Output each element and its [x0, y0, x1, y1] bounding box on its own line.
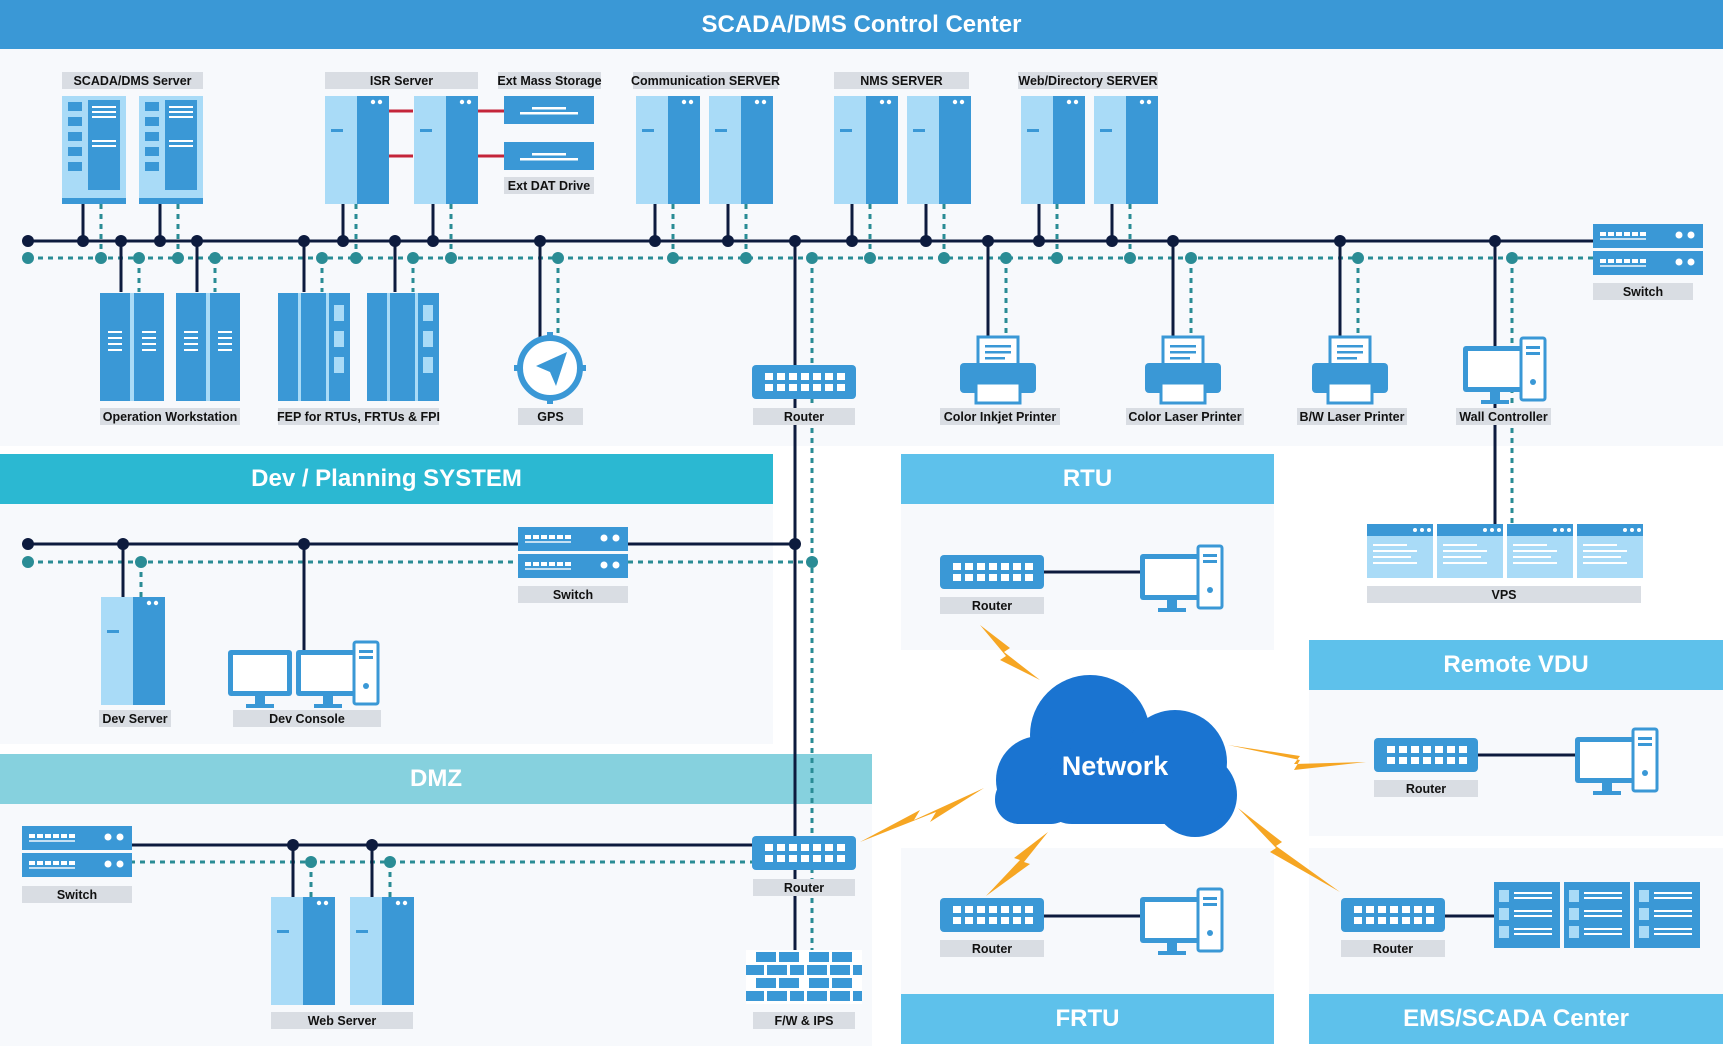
frtu-router-label: Router — [940, 940, 1044, 957]
ext-mass-storage-icon — [504, 96, 594, 124]
lightning-bolts — [860, 625, 1366, 896]
dev-bus — [22, 538, 818, 568]
web-server-label: Web Server — [271, 1012, 413, 1029]
ems-scada-title: EMS/SCADA Center — [1309, 994, 1723, 1044]
bw-laser-printer-label: B/W Laser Printer — [1297, 408, 1407, 425]
firewall-icon — [746, 950, 862, 1004]
color-laser-printer-label: Color Laser Printer — [1126, 408, 1244, 425]
color-laser-printer-icon — [1143, 335, 1223, 405]
dev-switch-icon — [518, 527, 628, 578]
rtu-router-icon — [940, 555, 1044, 589]
isr-server-label: ISR Server — [325, 72, 478, 89]
vps-label: VPS — [1367, 586, 1641, 603]
dev-server-icon — [101, 597, 165, 705]
drop-lines — [81, 109, 1575, 918]
fep-icon — [278, 293, 439, 401]
dmz-router-icon — [752, 836, 856, 870]
dev-planning-title: Dev / Planning SYSTEM — [0, 454, 773, 504]
scada-dms-server-icon — [62, 96, 203, 204]
gps-label: GPS — [518, 408, 583, 425]
bw-laser-printer-icon — [1310, 335, 1390, 405]
web-directory-server-label: Web/Directory SERVER — [1018, 72, 1158, 89]
remote-vdu-title: Remote VDU — [1309, 640, 1723, 690]
rtu-router-label: Router — [940, 597, 1044, 614]
frtu-title: FRTU — [901, 994, 1274, 1044]
dev-console-icon — [228, 640, 380, 710]
remote-vdu-router-icon — [1374, 738, 1478, 772]
communication-server-label: Communication SERVER — [630, 72, 781, 89]
rtu-pc-icon — [1138, 544, 1224, 614]
main-switch-icon — [1593, 224, 1703, 275]
dmz-switch-label: Switch — [22, 886, 132, 903]
gps-icon — [514, 332, 586, 404]
rtu-title: RTU — [901, 454, 1274, 504]
remote-vdu-pc-icon — [1573, 727, 1659, 797]
ext-dat-drive-label: Ext DAT Drive — [504, 177, 594, 194]
scada-dms-server-label: SCADA/DMS Server — [62, 72, 203, 89]
ext-dat-drive-icon — [504, 142, 594, 170]
dmz-router-label: Router — [753, 879, 855, 896]
frtu-router-icon — [940, 898, 1044, 932]
dev-console-label: Dev Console — [233, 710, 381, 727]
web-directory-server-icon — [1021, 96, 1158, 204]
ems-rack-icon — [1494, 882, 1700, 948]
main-router-icon — [752, 365, 856, 399]
web-server-icon — [271, 897, 414, 1005]
dev-switch-label: Switch — [518, 586, 628, 603]
remote-vdu-router-label: Router — [1374, 780, 1478, 797]
wall-controller-icon — [1461, 336, 1547, 406]
operation-workstation-label: Operation Workstation — [100, 408, 240, 425]
frtu-pc-icon — [1138, 887, 1224, 957]
vps-icon — [1367, 524, 1643, 578]
network-cloud-icon — [995, 675, 1237, 837]
nms-server-label: NMS SERVER — [834, 72, 969, 89]
dmz-bus — [130, 843, 755, 864]
control-center-title: SCADA/DMS Control Center — [0, 0, 1723, 49]
nms-server-icon — [834, 96, 971, 204]
color-inkjet-printer-label: Color Inkjet Printer — [940, 408, 1060, 425]
dev-server-label: Dev Server — [99, 710, 171, 727]
communication-server-icon — [636, 96, 773, 204]
ems-router-icon — [1341, 898, 1445, 932]
network-label: Network — [1061, 750, 1169, 781]
dmz-switch-icon — [22, 826, 132, 877]
main-switch-label: Switch — [1593, 283, 1693, 300]
main-router-label: Router — [753, 408, 855, 425]
color-inkjet-printer-icon — [958, 335, 1038, 405]
ext-mass-storage-label: Ext Mass Storage — [497, 72, 602, 89]
ems-router-label: Router — [1341, 940, 1445, 957]
bus-nodes — [77, 235, 1518, 868]
dmz-title: DMZ — [0, 754, 872, 804]
fep-label: FEP for RTUs, FRTUs & FPI — [277, 408, 440, 425]
operation-workstation-icon — [100, 293, 240, 401]
wall-controller-label: Wall Controller — [1456, 408, 1551, 425]
fw-ips-label: F/W & IPS — [753, 1012, 855, 1029]
